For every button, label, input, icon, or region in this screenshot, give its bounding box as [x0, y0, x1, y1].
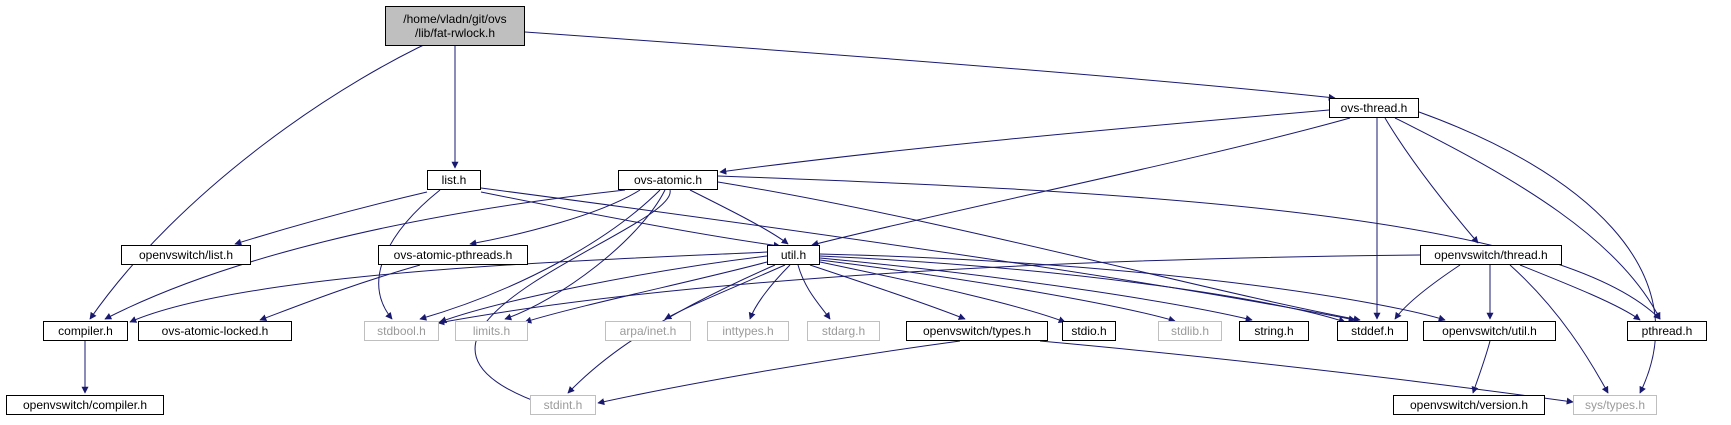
edge-fat-rwlock-to-ovs-thread [524, 31, 1336, 101]
edge-util-to-stdarg [797, 264, 831, 320]
edge-util-to-arpa-inet [664, 264, 786, 320]
edge-ovs-thread-to-util [811, 117, 1351, 247]
node-openvswitch-thread-h[interactable]: openvswitch/thread.h [1420, 245, 1562, 265]
edge-ovs-thread-to-openvswitch-thread [1384, 117, 1479, 244]
edge-ovs-thread-to-ovs-atomic [719, 109, 1330, 175]
node-ovs-atomic-pthreads-h[interactable]: ovs-atomic-pthreads.h [378, 245, 528, 265]
node-ovs-atomic-h[interactable]: ovs-atomic.h [618, 170, 718, 190]
node-stdlib-h: stdlib.h [1158, 321, 1222, 341]
edge-util-to-stdlib [819, 259, 1176, 323]
edge-ovs-thread-to-sys-types [1418, 111, 1657, 394]
node-openvswitch-util-h[interactable]: openvswitch/util.h [1423, 321, 1556, 341]
root-path-line2: /lib/fat-rwlock.h [414, 26, 496, 40]
root-path-line1: /home/vladn/git/ovs [403, 12, 507, 26]
edge-openvswitch-types-to-stdint [597, 340, 961, 406]
edge-ovs-atomic-to-pthread [717, 175, 1661, 320]
edge-ovs-atomic-pthreads-to-ovs-atomic-locked [259, 264, 421, 322]
edge-ovs-atomic-to-stdint [474, 189, 671, 407]
edge-ovs-atomic-to-limits [504, 189, 666, 321]
edge-list-to-stddef [480, 187, 1356, 323]
node-string-h[interactable]: string.h [1239, 321, 1309, 341]
node-ovs-thread-h[interactable]: ovs-thread.h [1329, 98, 1419, 118]
node-arpa-inet-h: arpa/inet.h [605, 321, 691, 341]
node-ovs-atomic-locked-h[interactable]: ovs-atomic-locked.h [138, 321, 292, 341]
edge-util-to-inttypes [748, 264, 791, 320]
edge-util-to-openvswitch-util [819, 253, 1446, 322]
edge-openvswitch-thread-to-stddef [1394, 264, 1461, 320]
edge-util-to-stddef [819, 255, 1346, 324]
node-openvswitch-version-h[interactable]: openvswitch/version.h [1393, 395, 1545, 415]
edge-ovs-thread-to-pthread [1394, 117, 1661, 320]
edge-ovs-atomic-to-util [689, 189, 789, 245]
edge-util-to-stdio [819, 261, 1066, 324]
node-stdbool-h: stdbool.h [364, 321, 439, 341]
node-pthread-h[interactable]: pthread.h [1627, 321, 1707, 341]
node-stdint-h: stdint.h [530, 395, 596, 415]
edge-openvswitch-thread-to-sys-types [1509, 264, 1609, 394]
node-openvswitch-types-h[interactable]: openvswitch/types.h [906, 321, 1048, 341]
edge-util-to-compiler [129, 251, 768, 323]
edge-openvswitch-util-to-openvswitch-version [1471, 340, 1491, 394]
node-fat-rwlock-h: /home/vladn/git/ovs /lib/fat-rwlock.h [385, 6, 525, 46]
node-openvswitch-compiler-h[interactable]: openvswitch/compiler.h [6, 395, 164, 415]
edge-ovs-atomic-to-stddef [717, 181, 1361, 323]
edge-util-to-string [819, 257, 1253, 322]
node-list-h[interactable]: list.h [427, 170, 481, 190]
node-limits-h: limits.h [455, 321, 528, 341]
node-compiler-h[interactable]: compiler.h [43, 321, 128, 341]
edge-util-to-stdbool [439, 255, 768, 324]
edge-ovs-atomic-to-compiler [104, 189, 626, 320]
edge-list-to-openvswitch-list [234, 191, 428, 246]
node-openvswitch-list-h[interactable]: openvswitch/list.h [121, 245, 251, 265]
edge-fat-rwlock-to-compiler [89, 31, 453, 320]
node-inttypes-h: inttypes.h [707, 321, 789, 341]
edge-ovs-atomic-to-ovs-atomic-pthreads [469, 189, 641, 247]
node-stddef-h[interactable]: stddef.h [1337, 321, 1408, 341]
node-util-h[interactable]: util.h [767, 245, 820, 265]
edge-util-to-openvswitch-types [809, 264, 966, 320]
node-sys-types-h: sys/types.h [1573, 395, 1657, 415]
edge-openvswitch-thread-to-pthread [1519, 264, 1641, 321]
node-stdio-h[interactable]: stdio.h [1062, 321, 1116, 341]
node-stdarg-h: stdarg.h [807, 321, 880, 341]
edge-openvswitch-types-to-sys-types [1039, 340, 1574, 405]
edge-openvswitch-thread-to-stdbool [437, 254, 1421, 326]
edge-list-to-util [480, 191, 781, 249]
edge-util-to-limits [524, 261, 768, 324]
